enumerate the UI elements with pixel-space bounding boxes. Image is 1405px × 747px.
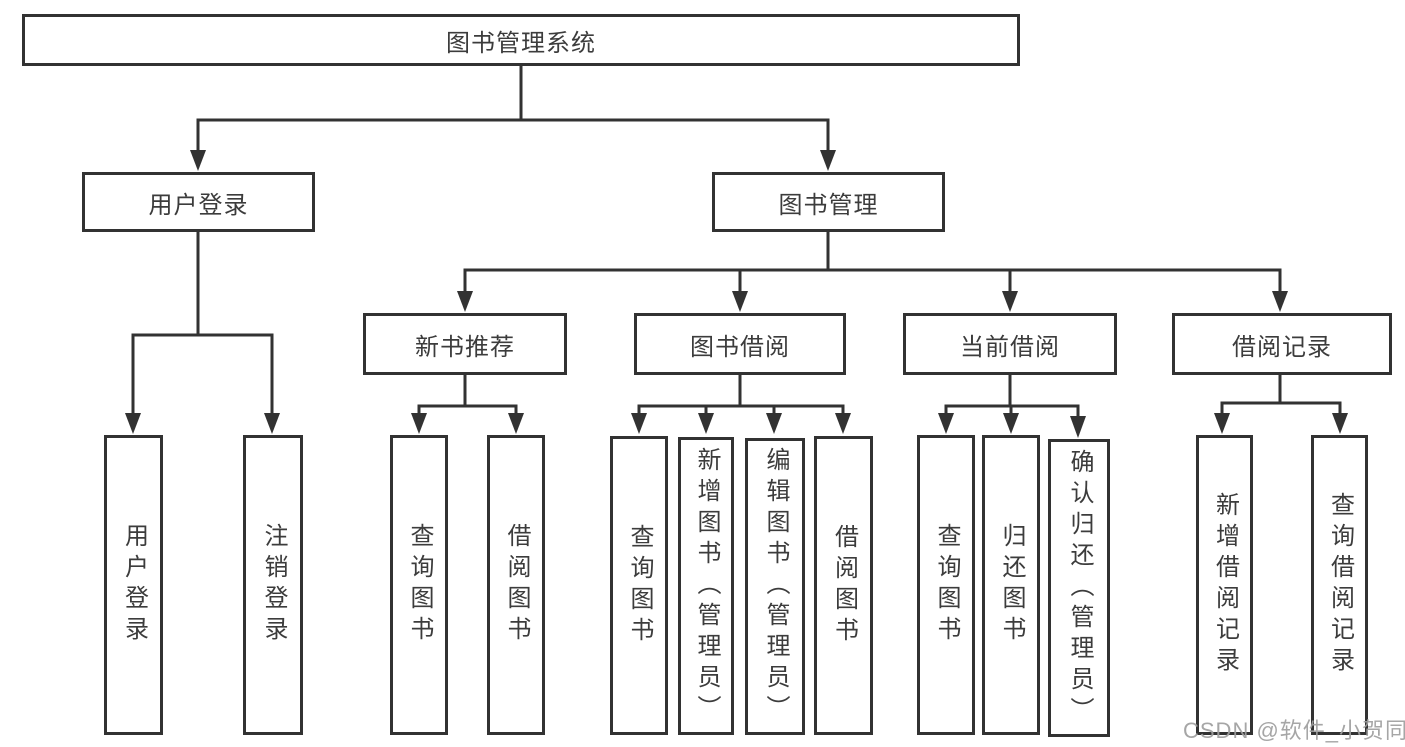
- node-leaf-bb-add-books-label: 新增图书（管理员）: [693, 446, 720, 726]
- csdn-watermark: CSDN @软件_小贺同学: [1183, 718, 1405, 743]
- node-leaf-nb-borrow-books: 借阅图书: [487, 435, 545, 735]
- connector-lines: [131, 66, 1342, 421]
- node-leaf-nb-query-books: 查询图书: [390, 435, 448, 735]
- arrowhead-icon: [1002, 291, 1018, 312]
- node-leaf-bb-borrow-books: 借阅图书: [814, 436, 873, 735]
- arrowhead-icon: [508, 413, 524, 434]
- node-leaf-logout: 注销登录: [243, 435, 303, 735]
- arrowhead-icon: [1070, 416, 1086, 438]
- node-new-book-recommend-label: 新书推荐: [415, 333, 515, 361]
- node-user-login: 用户登录: [82, 172, 315, 232]
- node-book-management: 图书管理: [712, 172, 945, 232]
- node-leaf-bb-query-books: 查询图书: [610, 436, 668, 735]
- arrowhead-icon: [820, 150, 836, 171]
- arrowhead-icon: [264, 413, 280, 434]
- node-new-book-recommend: 新书推荐: [363, 313, 567, 375]
- node-leaf-user-login: 用户登录: [104, 435, 163, 735]
- node-leaf-bb-query-books-label: 查询图书: [626, 523, 653, 648]
- arrowhead-icon: [1214, 413, 1230, 434]
- node-leaf-bb-borrow-books-label: 借阅图书: [830, 523, 858, 648]
- node-current-borrow: 当前借阅: [903, 313, 1117, 375]
- arrowhead-icon: [125, 413, 141, 434]
- arrowhead-icon: [732, 291, 748, 312]
- arrowhead-icon: [1003, 413, 1019, 434]
- node-leaf-nb-borrow-books-label: 借阅图书: [503, 523, 530, 647]
- arrowhead-icon: [457, 291, 473, 312]
- node-leaf-cb-confirm-return-label: 确认归还（管理员）: [1066, 448, 1093, 728]
- node-book-borrow: 图书借阅: [634, 313, 846, 375]
- node-borrow-records-label: 借阅记录: [1232, 333, 1332, 361]
- node-leaf-cb-return-books: 归还图书: [982, 435, 1040, 735]
- node-leaf-br-add-record: 新增借阅记录: [1196, 435, 1253, 735]
- node-leaf-bb-edit-books-label: 编辑图书（管理员）: [762, 447, 789, 726]
- node-leaf-cb-query-books-label: 查询图书: [933, 523, 960, 647]
- node-leaf-user-login-label: 用户登录: [120, 523, 148, 647]
- node-leaf-br-add-record-label: 新增借阅记录: [1211, 492, 1239, 678]
- arrowhead-icon: [190, 150, 206, 171]
- arrowhead-icon: [698, 413, 714, 434]
- node-leaf-bb-edit-books: 编辑图书（管理员）: [745, 438, 805, 735]
- arrowhead-icon: [766, 413, 782, 434]
- node-leaf-cb-query-books: 查询图书: [917, 435, 975, 735]
- node-leaf-cb-return-books-label: 归还图书: [998, 523, 1025, 647]
- node-book-management-label: 图书管理: [778, 191, 879, 219]
- arrowhead-icon: [411, 413, 427, 434]
- node-borrow-records: 借阅记录: [1172, 313, 1392, 375]
- arrowhead-icon: [1332, 413, 1348, 434]
- node-leaf-br-query-record: 查询借阅记录: [1311, 435, 1368, 735]
- node-root: 图书管理系统: [22, 14, 1020, 66]
- node-leaf-logout-label: 注销登录: [260, 523, 287, 647]
- node-book-borrow-label: 图书借阅: [690, 333, 790, 361]
- arrowhead-icon: [835, 413, 851, 434]
- node-current-borrow-label: 当前借阅: [960, 333, 1060, 361]
- arrowheads: [125, 150, 1348, 438]
- arrowhead-icon: [938, 413, 954, 434]
- node-leaf-bb-add-books: 新增图书（管理员）: [678, 437, 734, 735]
- node-leaf-nb-query-books-label: 查询图书: [406, 523, 433, 647]
- node-user-login-label: 用户登录: [148, 191, 249, 219]
- node-leaf-cb-confirm-return: 确认归还（管理员）: [1048, 439, 1110, 737]
- arrowhead-icon: [1272, 291, 1288, 312]
- node-root-label: 图书管理系统: [446, 29, 596, 57]
- node-leaf-br-query-record-label: 查询借阅记录: [1326, 492, 1354, 678]
- arrowhead-icon: [631, 413, 647, 434]
